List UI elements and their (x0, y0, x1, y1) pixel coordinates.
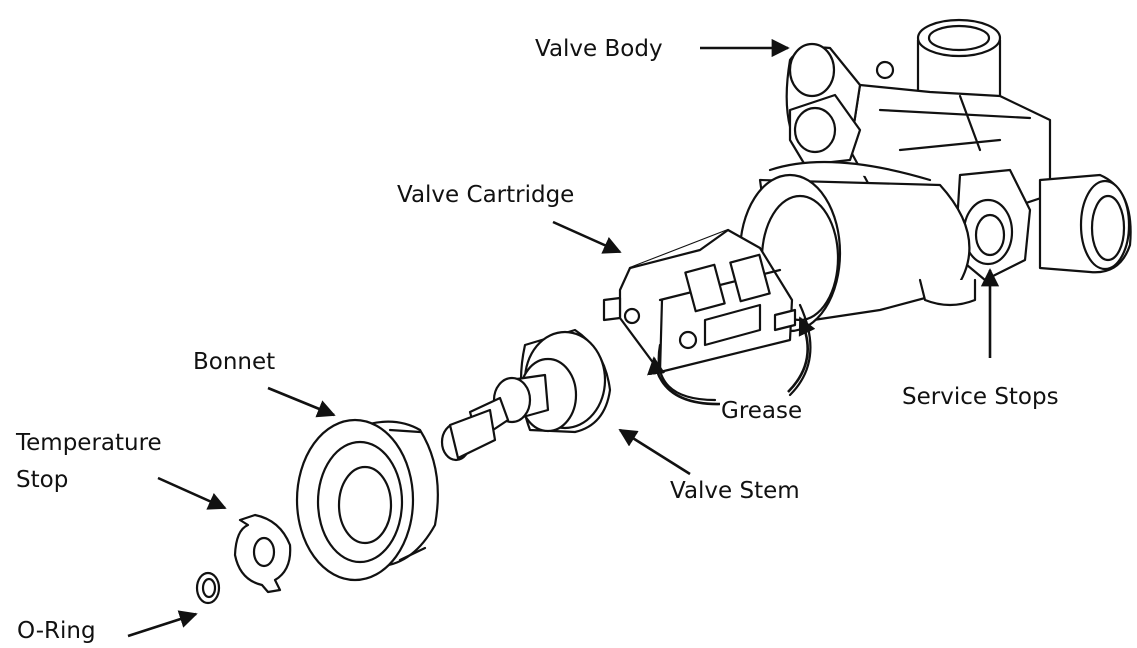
label-valve-cartridge: Valve Cartridge (397, 182, 575, 208)
grease-arrow-right (787, 316, 816, 393)
label-temperature-stop-line2: Stop (16, 467, 69, 493)
temperature-stop-part (233, 513, 292, 594)
label-valve-body: Valve Body (535, 36, 663, 62)
label-service-stops: Service Stops (902, 384, 1059, 410)
label-valve-stem: Valve Stem (670, 478, 800, 504)
bonnet-part (295, 418, 439, 582)
valve-stem-arrow (618, 428, 691, 476)
o-ring-part (195, 571, 221, 605)
o-ring-arrow (127, 610, 198, 638)
label-bonnet: Bonnet (193, 349, 276, 375)
valve-stem-part (440, 328, 612, 462)
bonnet-arrow (267, 386, 336, 418)
temperature-stop-arrow (157, 476, 227, 510)
valve-cartridge-arrow (552, 220, 622, 254)
valve-cartridge-part (602, 228, 797, 374)
label-temperature-stop-line1: Temperature (16, 430, 162, 456)
valve-body-part (738, 18, 1132, 333)
label-o-ring: O-Ring (17, 618, 96, 644)
grease-arrow-left (647, 356, 721, 406)
label-grease: Grease (721, 398, 803, 424)
